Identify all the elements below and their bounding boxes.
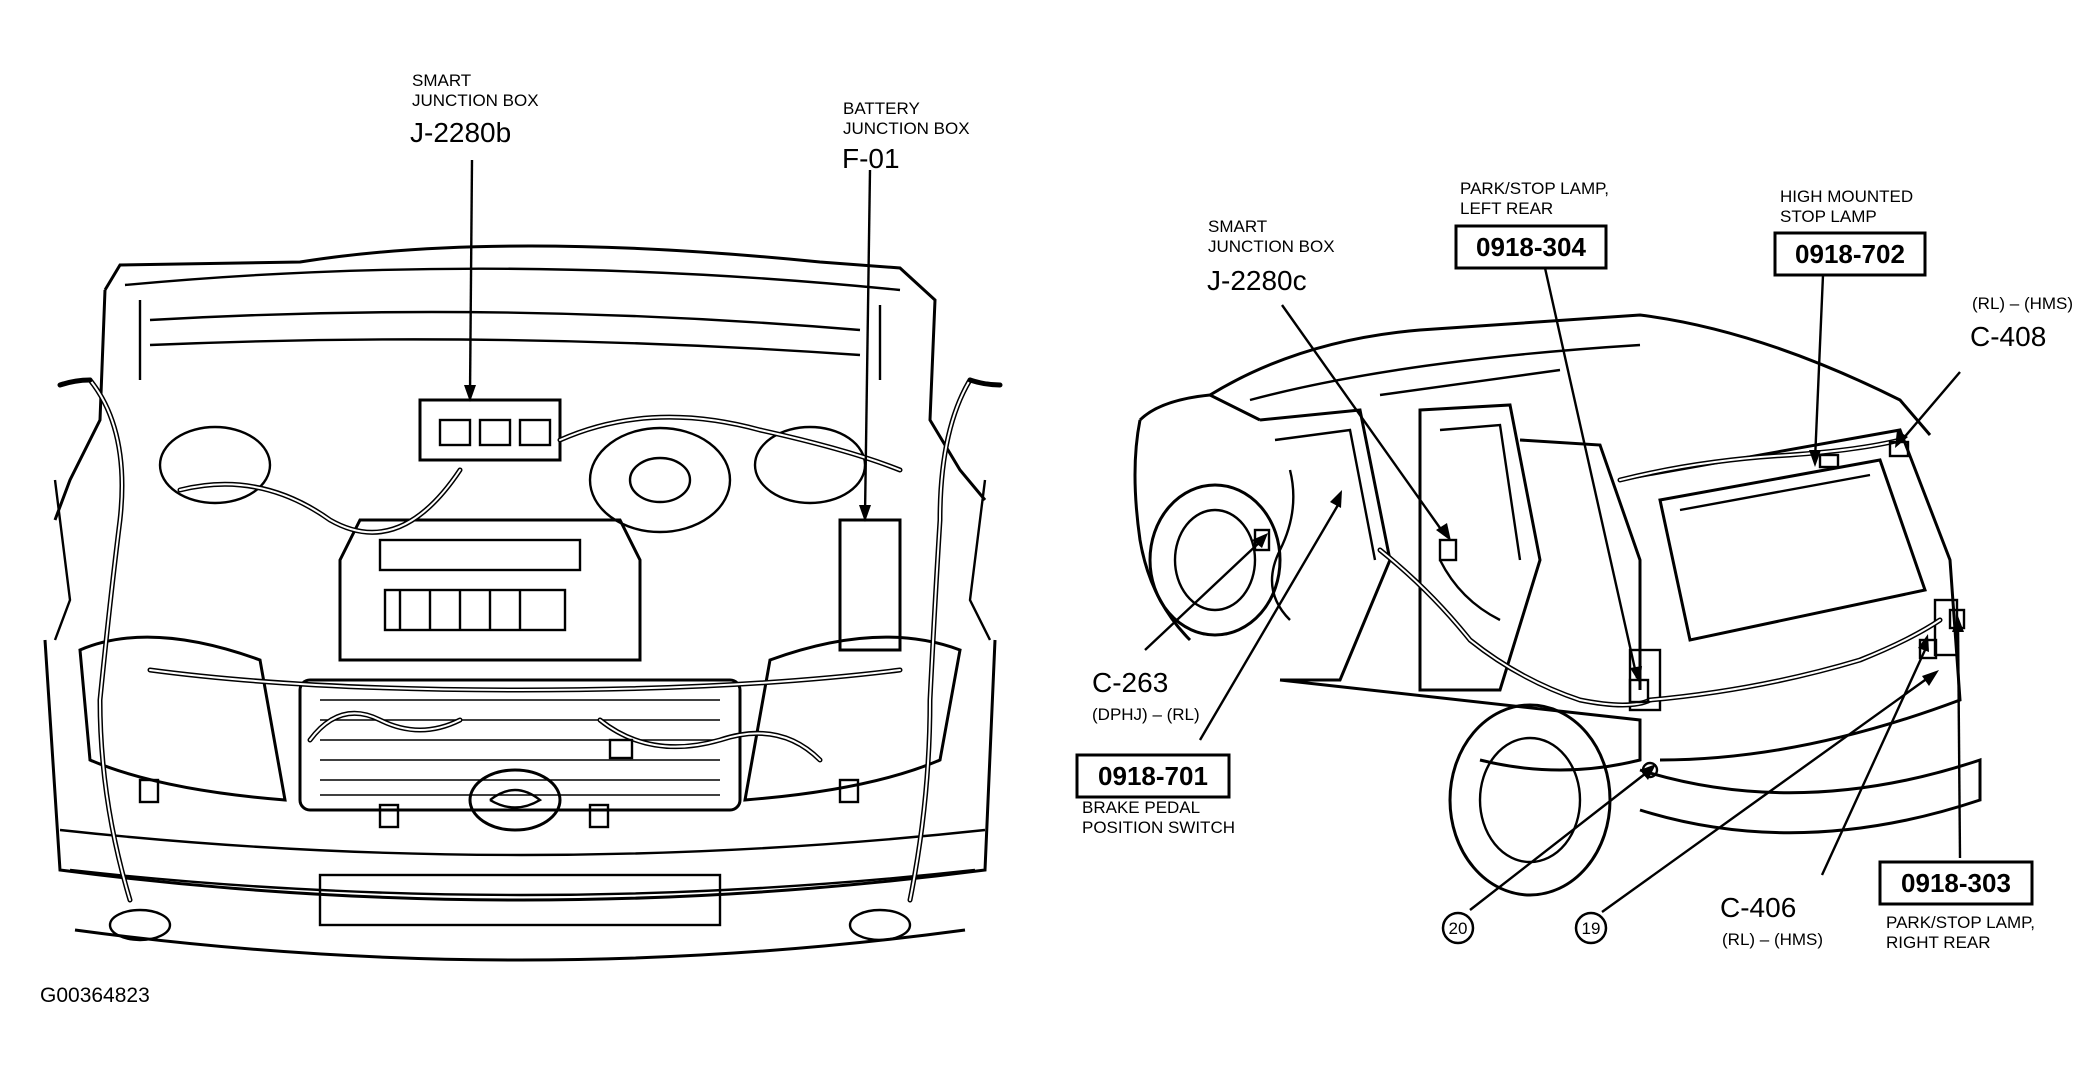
smart-jb-body-line2: JUNCTION BOX [1208,237,1335,256]
brake-switch-line1: BRAKE PEDAL [1082,798,1200,817]
park-stop-left-box [1454,224,1608,270]
figure-id: G00364823 [40,984,150,1007]
label-brake-pedal-switch: 0918-701 BRAKE PEDAL POSITION SWITCH [1075,753,1235,837]
label-c406: C-406 (RL) – (HMS) [1720,892,1823,949]
battery-jb-line2: JUNCTION BOX [843,119,970,138]
c406-code: C-406 [1720,892,1796,923]
smart-jb-engine-code: J-2280b [410,117,511,148]
park-stop-right-code: 0918-303 [1901,868,2011,898]
label-battery-junction-box: BATTERY JUNCTION BOX F-01 [842,99,970,174]
c263-sub: (DPHJ) – (RL) [1092,705,1200,724]
body-leader-lines [1144,267,1964,913]
hmsl-box [1773,231,1927,277]
brake-switch-code: 0918-701 [1098,761,1208,791]
label-c263: C-263 (DPHJ) – (RL) [1092,667,1200,724]
c263-code: C-263 [1092,667,1168,698]
ground-20-label: 20 [1449,919,1468,938]
ground-19-label: 19 [1582,919,1601,938]
leader-j2280b [468,159,474,396]
smart-jb-engine-line1: SMART [412,71,471,90]
c406-sub: (RL) – (HMS) [1722,930,1823,949]
c408-sub: (RL) – (HMS) [1972,294,2073,313]
label-park-stop-right: 0918-303 PARK/STOP LAMP, RIGHT REAR [1878,860,2035,952]
label-high-mounted-stop-lamp: HIGH MOUNTED STOP LAMP 0918-702 [1773,187,1927,277]
hmsl-code: 0918-702 [1795,239,1905,269]
park-stop-right-line1: PARK/STOP LAMP, [1886,913,2035,932]
smart-jb-body-code: J-2280c [1207,265,1307,296]
ground-marker-19: 19 [1574,911,1608,945]
brake-switch-line2: POSITION SWITCH [1082,818,1235,837]
ground-marker-20: 20 [1441,911,1475,945]
engine-bay-illustration [43,244,1003,962]
park-stop-left-line1: PARK/STOP LAMP, [1460,179,1609,198]
park-stop-right-box [1878,860,2034,906]
label-smart-junction-box-body: SMART JUNCTION BOX J-2280c [1207,217,1335,296]
battery-jb-line1: BATTERY [843,99,920,118]
park-stop-left-code: 0918-304 [1476,232,1586,262]
vehicle-body-illustration [1133,313,1982,897]
hmsl-line1: HIGH MOUNTED [1780,187,1913,206]
park-stop-left-line2: LEFT REAR [1460,199,1553,218]
brake-switch-box [1075,753,1231,799]
label-smart-junction-box-engine: SMART JUNCTION BOX J-2280b [410,71,539,148]
park-stop-right-line2: RIGHT REAR [1886,933,1991,952]
c408-code: C-408 [1970,321,2046,352]
label-park-stop-left: PARK/STOP LAMP, LEFT REAR 0918-304 [1454,179,1609,270]
hmsl-line2: STOP LAMP [1780,207,1877,226]
label-c408: (RL) – (HMS) C-408 [1970,294,2073,352]
battery-jb-code: F-01 [842,143,900,174]
smart-jb-body-line1: SMART [1208,217,1267,236]
leader-f01 [863,169,872,516]
smart-jb-engine-line2: JUNCTION BOX [412,91,539,110]
